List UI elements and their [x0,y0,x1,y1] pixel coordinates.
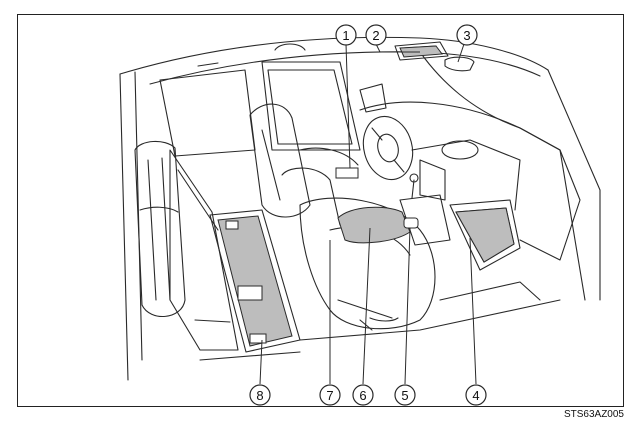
callout-5-circle [394,384,416,406]
storage-latch [249,333,267,344]
leader-line-4 [469,237,477,385]
callout-4-circle [465,384,487,406]
seat-lever [369,317,399,322]
rear-window [159,69,256,157]
callout-7-circle [319,384,341,406]
windshield-frame [419,51,561,151]
dashboard [359,101,581,261]
driver-seat-back [281,167,341,226]
under-seat-storage [217,215,293,347]
roof-line [119,36,549,75]
callout-2-circle [365,24,387,46]
console-tray [335,167,359,179]
rearview-mirror [444,56,475,72]
callout-1-circle [335,24,357,46]
grab-handle [274,43,306,51]
front-seat-back [249,103,311,218]
callout-4-label: 4 [472,388,479,403]
front-door-window [261,61,361,151]
overhead-console-fill [399,45,443,58]
console-box-lid [337,206,411,244]
air-vent [441,140,479,160]
left-pillar [119,73,129,381]
floor-line [299,299,561,341]
leader-line-2 [375,43,420,53]
callout-8-label: 8 [256,388,263,403]
callout-1-label: 1 [342,28,349,43]
rear-seat-cushion [169,149,239,351]
rear-seat-back [134,140,186,318]
glove-box-fill [455,207,515,263]
callout-5-label: 5 [401,388,408,403]
cup-holder [403,217,419,229]
leader-line-1 [345,43,351,169]
front-seat-cushion [299,197,436,330]
steering-wheel [362,115,414,181]
leader-line-5 [404,227,411,385]
callout-7-label: 7 [326,388,333,403]
shift-lever [411,179,415,199]
leader-line-3 [457,43,465,63]
callout-6-circle [352,384,374,406]
callout-3-circle [456,24,478,46]
callout-6-label: 6 [359,388,366,403]
callout-2-label: 2 [372,28,379,43]
diagram-frame [17,14,624,407]
figure-code: STS63AZ005 [563,409,624,420]
callout-3-label: 3 [463,28,470,43]
leader-line-8 [259,339,263,385]
side-mirror [359,83,387,113]
storage-latch [225,220,239,230]
callout-8-circle [249,384,271,406]
storage-latch [237,285,263,301]
leader-line-6 [362,227,371,385]
overhead-console [394,41,449,61]
